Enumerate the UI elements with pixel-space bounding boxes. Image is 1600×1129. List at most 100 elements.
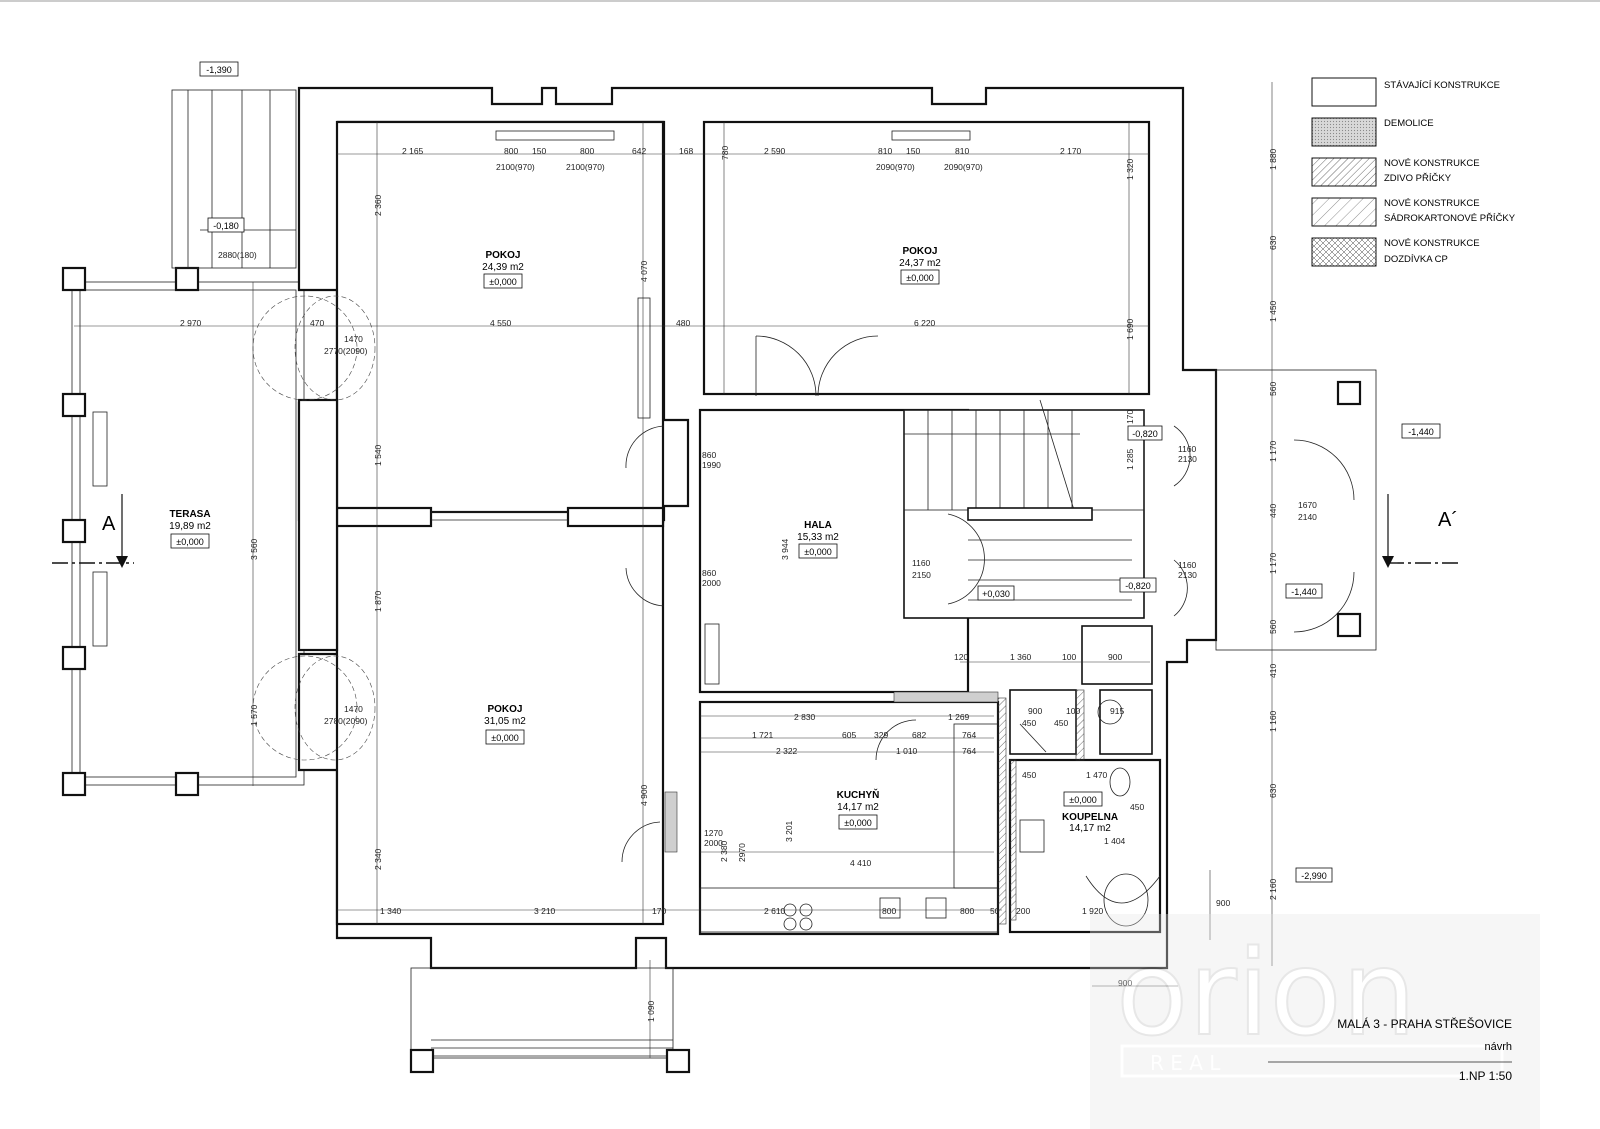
dim-text: 170 (652, 906, 666, 916)
dim-text: 200 (1016, 906, 1030, 916)
dim-text: 630 (1268, 236, 1278, 250)
legend: STÁVAJÍCÍ KONSTRUKCE DEMOLICE NOVÉ KONST… (1311, 77, 1516, 267)
level-marker: -1,390 (206, 65, 232, 75)
dim-text: 2130 (1178, 454, 1197, 464)
dim-text: 2 322 (776, 746, 798, 756)
dim-text: 2140 (1298, 512, 1317, 522)
dim-text: 2 170 (1060, 146, 1082, 156)
bathroom-fixtures (1019, 699, 1161, 927)
demolition-strip (664, 791, 678, 853)
dim-text: 915 (1110, 706, 1124, 716)
legend-label: NOVÉ KONSTRUKCE (1384, 238, 1480, 249)
dim-text: 4 410 (850, 858, 872, 868)
dim-text: 120 (954, 652, 968, 662)
dim-text: 450 (1022, 718, 1036, 728)
dim-text: 6 220 (914, 318, 936, 328)
room-area: 15,33 m2 (797, 532, 839, 543)
dim-text: 150 (532, 146, 546, 156)
dim-text: 2130 (1178, 570, 1197, 580)
door-swings (621, 335, 1355, 863)
dim-text: 780 (720, 146, 730, 160)
dim-text: 1 010 (896, 746, 918, 756)
dim-text: 150 (906, 146, 920, 156)
dim-text: 1 570 (249, 704, 259, 726)
dim-text: 1 340 (380, 906, 402, 916)
dim-text: 2 360 (373, 194, 383, 216)
dim-text: 3 560 (249, 538, 259, 560)
dim-text: 1160 (912, 558, 931, 568)
room-name: TERASA (169, 509, 210, 520)
pillar-wall (297, 398, 339, 652)
dim-text: 1 920 (1082, 906, 1104, 916)
legend-label: DOZDÍVKA CP (1384, 254, 1448, 265)
dim-text: 1270 (704, 828, 723, 838)
watermark-logo: orion (1116, 924, 1416, 1062)
dim-text: 1 170 (1268, 552, 1278, 574)
dim-text: 1 285 (1125, 448, 1135, 470)
dim-text: 480 (676, 318, 690, 328)
level-box (170, 533, 210, 549)
dim-text: 2 165 (402, 146, 424, 156)
new-wall (997, 697, 1007, 925)
room-area: 31,05 m2 (484, 716, 526, 727)
room-name: KUCHYŇ (837, 788, 880, 801)
level-marker: -1,440 (1291, 587, 1317, 597)
dim-text: 1 690 (1125, 318, 1135, 340)
partition-wall (566, 506, 665, 528)
bottom-steps (409, 967, 691, 1074)
dim-text: 2150 (912, 570, 931, 580)
room-level: ±0,000 (491, 733, 518, 743)
dim-text: 2770(2090) (324, 346, 368, 356)
dim-text: 1 160 (1268, 710, 1278, 732)
dim-text: 170 (1125, 410, 1135, 424)
dim-text: 4 070 (639, 260, 649, 282)
legend-swatch-drywall (1311, 197, 1377, 227)
dim-text: 329 (874, 730, 888, 740)
dim-text: 2 970 (180, 318, 202, 328)
room-labels: POKOJ 24,39 m2 ±0,000 POKOJ 24,37 m2 ±0,… (169, 246, 1118, 834)
dim-text: 1 721 (752, 730, 774, 740)
level-box (838, 814, 878, 830)
level-box (900, 269, 940, 285)
dim-text: 2 340 (373, 848, 383, 870)
dim-text: 4 900 (639, 784, 649, 806)
dim-text: 470 (310, 318, 324, 328)
dim-text: 1470 (344, 704, 363, 714)
terrace (61, 89, 305, 797)
dim-text: 2 830 (794, 712, 816, 722)
dim-text: 3 210 (534, 906, 556, 916)
dim-text: 450 (1022, 770, 1036, 780)
partition-wall (335, 506, 433, 528)
room-area: 14,17 m2 (837, 802, 879, 813)
new-wall (1009, 759, 1017, 921)
room-level: ±0,000 (906, 273, 933, 283)
room-level: ±0,000 (176, 537, 203, 547)
watermark-sub: R E A L (1150, 1051, 1221, 1075)
project-title: MALÁ 3 - PRAHA STŘEŠOVICE (1337, 1016, 1512, 1031)
dim-text: 1 540 (373, 444, 383, 466)
dim-text: 2100(970) (566, 162, 605, 172)
dim-text: 682 (912, 730, 926, 740)
new-wall (1075, 689, 1085, 761)
dim-text: 2000 (704, 838, 723, 848)
dim-text: 1 450 (1268, 300, 1278, 322)
room-name: HALA (804, 520, 832, 531)
vertical-dimension-texts: 1 880 630 1 450 560 1 170 440 1 170 560 … (249, 146, 1278, 1022)
dim-text: 560 (1268, 620, 1278, 634)
room-name: POKOJ (487, 704, 522, 715)
entrance-porch (1215, 369, 1377, 651)
dim-text: 642 (632, 146, 646, 156)
legend-swatch-infill (1311, 237, 1377, 267)
section-marker (52, 494, 1460, 568)
dimension-lines (74, 82, 1273, 1058)
dim-text: 440 (1268, 504, 1278, 518)
legend-swatch-demolition (1311, 117, 1377, 147)
level-marker: +0,030 (982, 589, 1010, 599)
dim-text: 1160 (1178, 560, 1197, 570)
dim-text: 3 944 (780, 538, 790, 560)
dim-text: 900 (1028, 706, 1042, 716)
legend-label: NOVÉ KONSTRUKCE (1384, 198, 1480, 209)
dim-text: 2100(970) (496, 162, 535, 172)
room-level: ±0,000 (489, 277, 516, 287)
demolition-strip (893, 691, 999, 703)
